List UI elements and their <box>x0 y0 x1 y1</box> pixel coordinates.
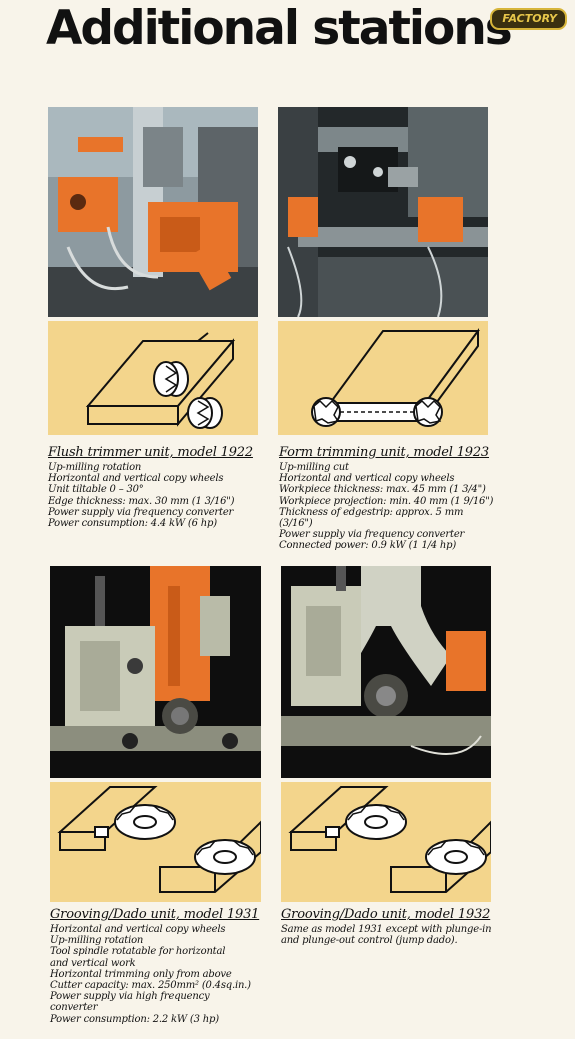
spec-line: Connected power: 0.9 kW (1 1/4 hp) <box>279 540 457 552</box>
unit-heading: Form trimming unit, model 1923 <box>279 445 489 460</box>
spec-line: Power supply via frequency converter <box>48 506 234 518</box>
spec-line: converter <box>50 1002 98 1014</box>
spec-line: Same as model 1931 except with plunge-in <box>281 924 492 935</box>
spec-line: Power supply via frequency converter <box>279 529 465 541</box>
spec-line: Horizontal and vertical copy wheels <box>50 924 226 935</box>
unit-heading: Grooving/Dado unit, model 1931 <box>50 907 260 922</box>
spec-line: Up-milling rotation <box>50 935 144 947</box>
unit-heading: Flush trimmer unit, model 1922 <box>48 445 253 460</box>
spec-line: Up-milling rotation <box>48 462 142 473</box>
spec-line: Edge thickness: max. 30 mm (1 3/16") <box>48 495 235 507</box>
factory-badge: FACTORY <box>490 8 567 30</box>
unit-heading: Grooving/Dado unit, model 1932 <box>281 907 491 922</box>
spec-line: and vertical work <box>50 957 136 969</box>
caption-form-trimmer-1923: Form trimming unit, model 1923 Up-millin… <box>279 445 509 552</box>
diagram-form-trimmer-1923 <box>278 321 488 435</box>
spec-line: Power consumption: 4.4 kW (6 hp) <box>48 518 217 530</box>
spec-line: (3/16") <box>279 518 313 530</box>
caption-flush-trimmer-1922: Flush trimmer unit, model 1922 Up-millin… <box>48 445 273 529</box>
spec-line: Power consumption: 2.2 kW (3 hp) <box>50 1013 219 1025</box>
spec-line: Horizontal and vertical copy wheels <box>279 473 455 485</box>
spec-line: Tool spindle rotatable for horizontal <box>50 946 226 958</box>
diagram-grooving-dado-1932 <box>281 782 491 902</box>
photo-grooving-dado-1932 <box>281 566 491 778</box>
caption-grooving-dado-1931: Grooving/Dado unit, model 1931 Horizonta… <box>50 907 275 1025</box>
diagram-grooving-dado-1931 <box>50 782 261 902</box>
diagram-flush-trimmer-1922 <box>48 321 258 435</box>
spec-line: Unit tiltable 0 – 30° <box>48 484 144 496</box>
spec-line: Workpiece thickness: max. 45 mm (1 3/4") <box>279 484 486 496</box>
spec-line: and plunge-out control (jump dado). <box>281 935 458 947</box>
spec-line: Thickness of edgestrip: approx. 5 mm <box>279 506 464 518</box>
photo-flush-trimmer-1922 <box>48 107 258 317</box>
spec-line: Horizontal and vertical copy wheels <box>48 473 224 485</box>
spec-line: Cutter capacity: max. 250mm² (0.4sq.in.) <box>50 980 251 992</box>
spec-line: Workpiece projection: min. 40 mm (1 9/16… <box>279 495 494 507</box>
spec-line: Power supply via high frequency <box>50 991 210 1003</box>
caption-grooving-dado-1932: Grooving/Dado unit, model 1932 Same as m… <box>281 907 506 946</box>
page-title: Additional stations <box>46 1 513 56</box>
spec-line: Horizontal trimming only from above <box>50 968 232 980</box>
photo-form-trimmer-1923 <box>278 107 488 317</box>
photo-grooving-dado-1931 <box>50 566 261 778</box>
spec-line: Up-milling cut <box>279 462 349 473</box>
